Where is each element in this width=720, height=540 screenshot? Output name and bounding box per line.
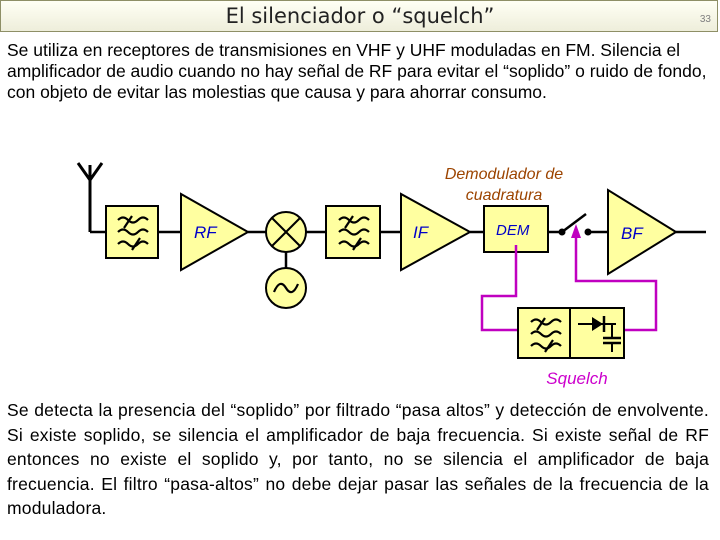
title-bar: El silenciador o “squelch” 33 [0,0,718,32]
if-filter [325,205,381,259]
highpass-filter [517,307,571,359]
rf-label: RF [194,223,218,242]
demodulator-label-line2: cuadratura [466,187,543,204]
bf-amplifier: BF [607,188,678,276]
mixer [265,211,307,253]
rf-amplifier: RF [180,192,251,272]
if-amplifier: IF [400,192,473,272]
squelch-switch [558,213,592,236]
diode-icon [592,317,603,331]
slide-number: 33 [699,14,711,25]
dem-label: DEM [496,222,530,239]
squelch-wires [480,238,658,332]
antenna-icon [76,162,104,232]
bf-label: BF [621,224,644,243]
explanation-paragraph: Se detecta la presencia del “soplido” po… [7,400,709,518]
demodulator-label-line1: Demodulador de [445,166,563,183]
squelch-label: Squelch [546,369,607,388]
slide-title: El silenciador o “squelch” [225,4,495,28]
envelope-detector [569,307,625,359]
local-oscillator [265,267,307,309]
if-label: IF [413,223,430,242]
squelch-control-arrow [571,224,581,238]
bandpass-filter-1 [105,205,159,259]
intro-paragraph: Se utiliza en receptores de transmisione… [7,40,707,102]
